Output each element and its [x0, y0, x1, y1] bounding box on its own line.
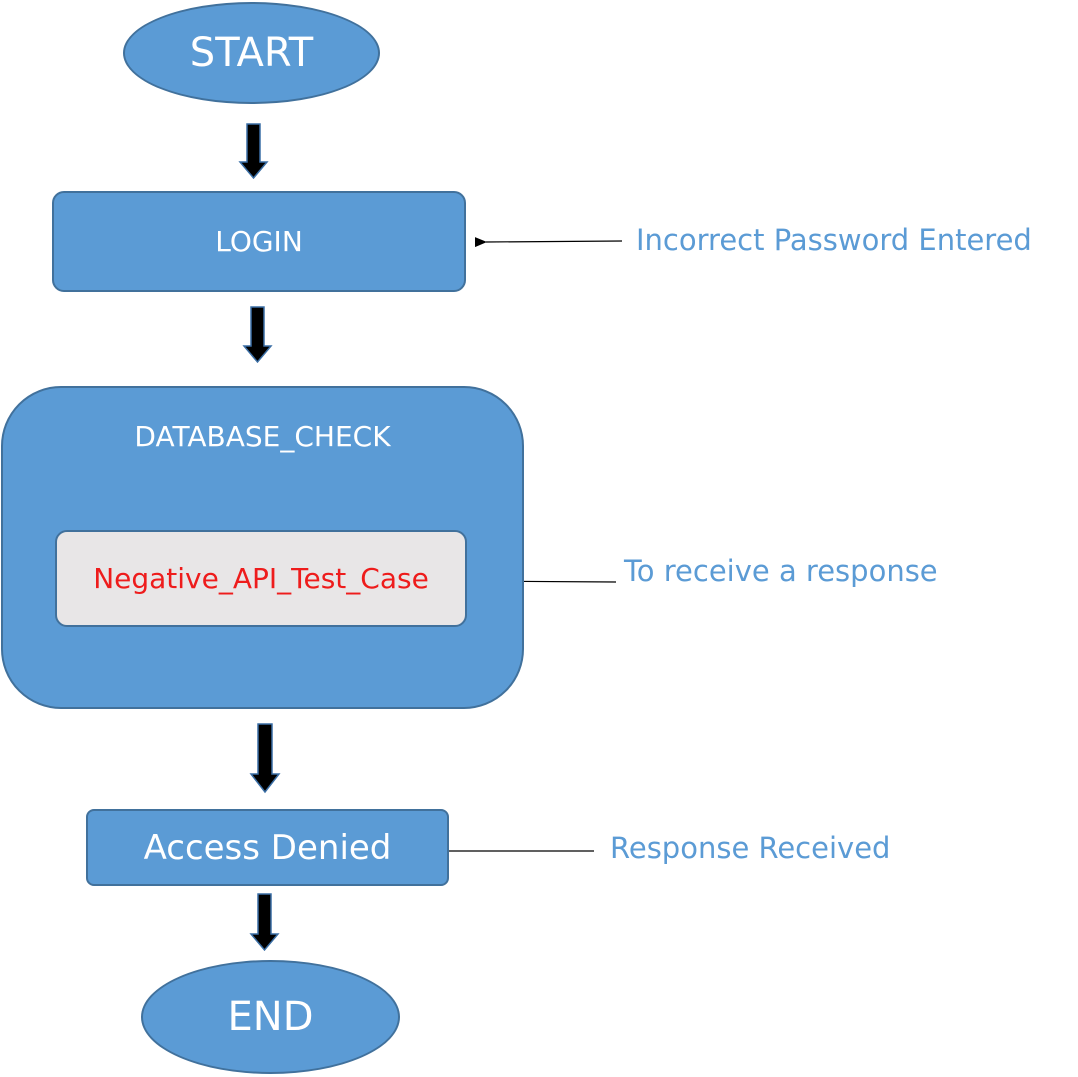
access-denied-label: Access Denied	[143, 827, 392, 868]
annotation-arrow-password	[474, 237, 623, 248]
down-arrow-start-login	[238, 123, 269, 180]
login-label: LOGIN	[215, 225, 303, 258]
annotation-incorrect-password: Incorrect Password Entered	[636, 223, 1032, 257]
negative-api-test-case-node: Negative_API_Test_Case	[55, 530, 467, 627]
down-arrow-database-denied	[249, 723, 281, 794]
down-arrow-login-database	[242, 306, 273, 364]
end-label: END	[227, 994, 314, 1040]
annotation-response-received: Response Received	[610, 831, 891, 865]
start-label: START	[189, 30, 314, 76]
access-denied-node: Access Denied	[86, 809, 449, 886]
login-node: LOGIN	[52, 191, 466, 292]
annotation-receive-response: To receive a response	[624, 554, 938, 588]
database-check-label: DATABASE_CHECK	[134, 420, 391, 453]
end-node: END	[141, 960, 400, 1074]
negative-api-test-case-label: Negative_API_Test_Case	[93, 562, 429, 595]
start-node: START	[123, 2, 380, 104]
down-arrow-denied-end	[249, 893, 280, 952]
